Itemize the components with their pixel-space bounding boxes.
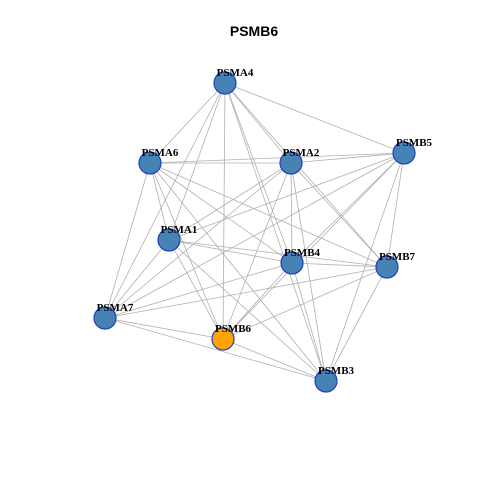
node-psmb3[interactable] <box>314 369 338 393</box>
node-label-psma4: PSMA4 <box>217 67 254 79</box>
node-psmb6[interactable] <box>211 327 235 351</box>
edge-psmb5-psma7 <box>104 152 405 319</box>
node-label-psmb7: PSMB7 <box>379 251 416 263</box>
edge-psma6-psmb6 <box>149 162 224 340</box>
edge-psma4-psmb3 <box>224 82 327 382</box>
edge-psmb5-psmb7 <box>386 152 405 268</box>
node-psmb7[interactable] <box>375 255 399 279</box>
node-psmb4[interactable] <box>280 251 304 275</box>
edge-psma7-psmb3 <box>104 317 327 382</box>
edge-psmb6-psmb3 <box>222 338 327 382</box>
edge-psmb7-psmb6 <box>222 266 388 340</box>
edge-psmb7-psmb3 <box>325 266 388 382</box>
node-psmb5[interactable] <box>392 141 416 165</box>
edge-psmb4-psmb3 <box>291 262 327 382</box>
node-psma4[interactable] <box>213 71 237 95</box>
edge-psma2-psma1 <box>168 162 292 241</box>
edge-psma4-psma2 <box>224 82 292 164</box>
edge-psma2-psmb4 <box>290 162 293 264</box>
node-label-psma6: PSMA6 <box>142 147 179 159</box>
edge-psma1-psmb3 <box>168 239 327 382</box>
node-psma7[interactable] <box>93 306 117 330</box>
node-psma1[interactable] <box>157 228 181 252</box>
node-layer <box>93 71 416 393</box>
edge-psma6-psma7 <box>104 162 151 319</box>
edge-psma1-psmb6 <box>168 239 224 340</box>
edge-psmb7-psma7 <box>104 266 388 319</box>
edge-psmb4-psmb6 <box>222 262 293 340</box>
edge-psma6-psmb4 <box>149 162 293 264</box>
edge-psma2-psma7 <box>104 162 292 319</box>
node-label-psmb3: PSMB3 <box>318 365 355 377</box>
node-label-psma7: PSMA7 <box>97 302 134 314</box>
edge-psma2-psmb3 <box>290 162 327 382</box>
edge-psma6-psma1 <box>149 162 170 241</box>
edge-psma4-psma6 <box>149 82 226 164</box>
edge-psma4-psma7 <box>104 82 226 319</box>
edge-psmb5-psmb4 <box>291 152 405 264</box>
edge-psma2-psmb7 <box>290 162 388 268</box>
node-psma6[interactable] <box>138 151 162 175</box>
edge-psmb4-psma7 <box>104 262 293 319</box>
edge-psma1-psmb4 <box>168 239 293 264</box>
edge-psmb5-psmb6 <box>222 152 405 340</box>
node-label-psmb5: PSMB5 <box>396 137 433 149</box>
edge-psmb5-psmb3 <box>325 152 405 382</box>
edge-psmb5-psma1 <box>168 152 405 241</box>
node-label-psma2: PSMA2 <box>283 147 320 159</box>
edge-psmb4-psmb7 <box>291 262 388 268</box>
edge-psma4-psmb4 <box>224 82 293 264</box>
node-psma2[interactable] <box>279 151 303 175</box>
edge-psma6-psmb3 <box>149 162 327 382</box>
edge-psma1-psma7 <box>104 239 170 319</box>
edge-psma6-psmb7 <box>149 162 388 268</box>
edge-psma4-psmb7 <box>224 82 388 268</box>
edge-layer <box>104 82 405 382</box>
node-label-psma1: PSMA1 <box>161 224 198 236</box>
edge-psma4-psmb5 <box>224 82 405 154</box>
node-label-psmb4: PSMB4 <box>284 247 321 259</box>
edge-psma7-psmb6 <box>104 317 224 340</box>
edge-psmb5-psma6 <box>149 152 405 164</box>
node-label-psmb6: PSMB6 <box>215 323 252 335</box>
edge-psmb5-psma2 <box>290 152 405 164</box>
edge-psma1-psmb7 <box>168 239 388 268</box>
diagram-title: PSMB6 <box>230 23 278 39</box>
